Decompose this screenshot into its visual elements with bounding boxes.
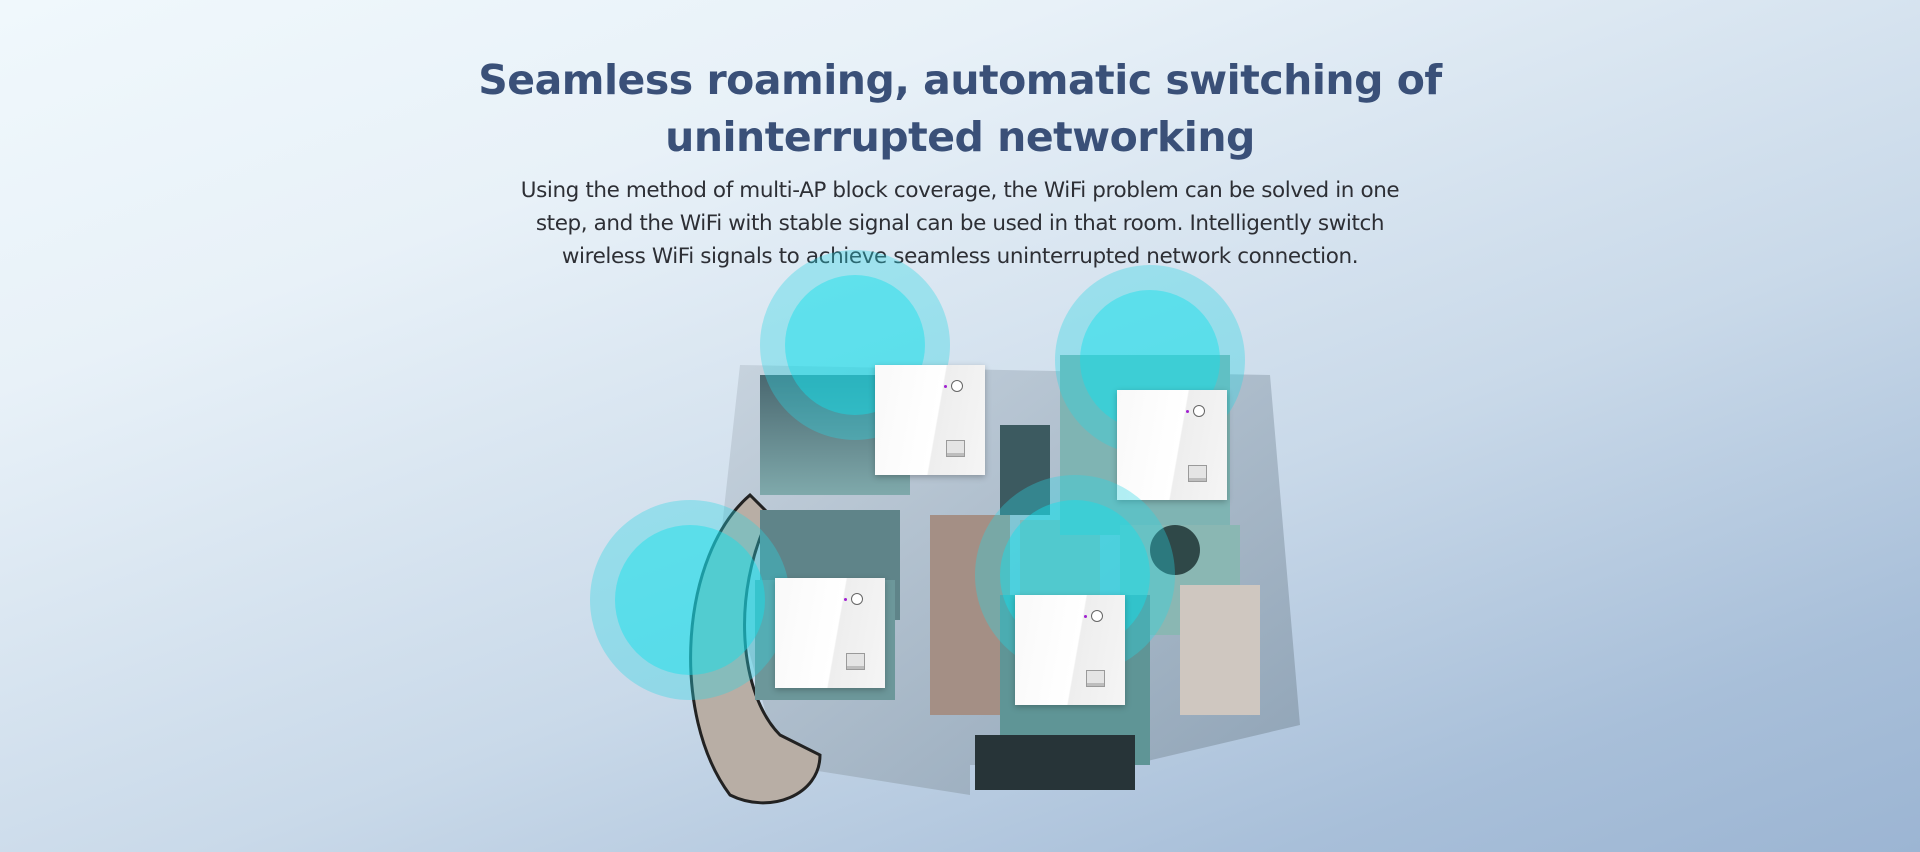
status-led-icon xyxy=(944,385,947,388)
title-line-1: Seamless roaming, automatic switching of xyxy=(478,56,1442,104)
status-led-icon xyxy=(1084,615,1087,618)
description-line-1: Using the method of multi-AP block cover… xyxy=(520,178,1400,203)
room-kitchen xyxy=(1180,585,1260,715)
description-line-2: step, and the WiFi with stable signal ca… xyxy=(535,211,1385,236)
ethernet-port-icon xyxy=(846,653,865,670)
reset-button-icon xyxy=(951,380,963,392)
dining-table xyxy=(1150,525,1200,575)
hero-section: Seamless roaming, automatic switching of… xyxy=(0,0,1920,273)
description: Using the method of multi-AP block cover… xyxy=(470,174,1450,273)
ethernet-port-icon xyxy=(1086,670,1105,687)
page-title: Seamless roaming, automatic switching of… xyxy=(460,52,1460,166)
status-led-icon xyxy=(844,598,847,601)
ethernet-port-icon xyxy=(946,440,965,457)
room-terrace xyxy=(975,735,1135,790)
reset-button-icon xyxy=(1091,610,1103,622)
reset-button-icon xyxy=(851,593,863,605)
room-corridor xyxy=(930,515,1010,715)
access-point-top-center xyxy=(875,365,985,475)
reset-button-icon xyxy=(1193,405,1205,417)
access-point-top-right xyxy=(1117,390,1227,500)
room-study xyxy=(1000,425,1050,515)
title-line-2: uninterrupted networking xyxy=(665,113,1255,161)
ethernet-port-icon xyxy=(1188,465,1207,482)
apartment-floor-plan xyxy=(689,355,1300,805)
access-point-bottom-center xyxy=(1015,595,1125,705)
description-line-3: wireless WiFi signals to achieve seamles… xyxy=(561,244,1359,269)
floor-plan-illustration xyxy=(590,250,1320,815)
curved-balcony xyxy=(689,492,822,805)
status-led-icon xyxy=(1186,410,1189,413)
access-point-bottom-left xyxy=(775,578,885,688)
